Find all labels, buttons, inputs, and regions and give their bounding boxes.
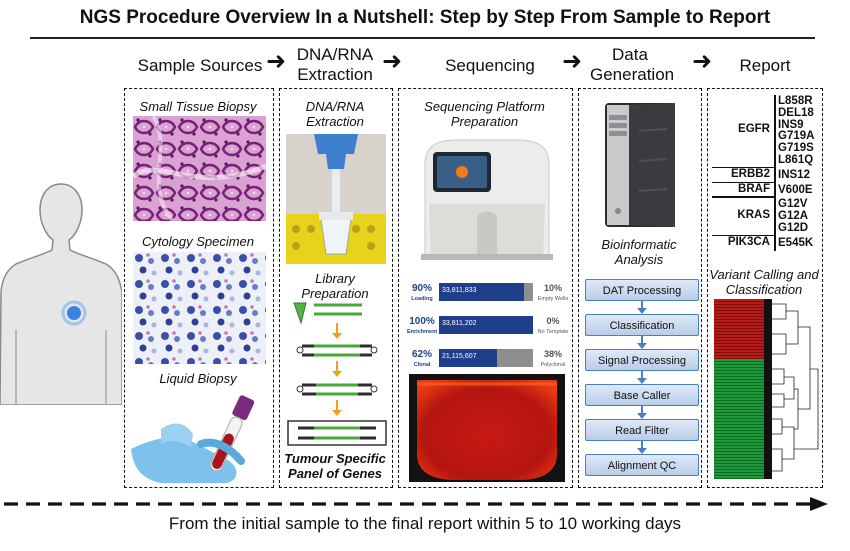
metric-row: 100% Enrichment 33,811,202 0% No Template <box>407 310 571 346</box>
header-sample-sources: Sample Sources <box>137 56 263 75</box>
gene-separator <box>712 166 774 169</box>
sequencing-metrics-chart: 90% Loading 33,811,833 10% Empty Wells 100% En… <box>399 277 570 377</box>
variant-label: G719A <box>778 130 815 143</box>
metric-label: Enrichment <box>407 329 438 335</box>
variant-table-divider <box>774 95 776 251</box>
caption-small-tissue: Small Tissue Biopsy <box>139 99 257 114</box>
variant-heatmap-dendrogram <box>714 299 819 479</box>
blood-tube-image <box>131 395 255 483</box>
gene-label: EGFR <box>738 123 770 136</box>
header-data-generation: Data Generation <box>590 45 675 84</box>
arrow-right-icon: ➜ <box>692 48 713 75</box>
metric-bar: 21,115,607 <box>439 349 533 367</box>
variant-label: V600E <box>778 183 813 196</box>
timeline-arrow <box>4 497 828 511</box>
chip-loading-heatmap <box>409 374 565 482</box>
cytology-image <box>133 252 266 364</box>
caption-bioinformatic-analysis: Bioinformatic Analysis <box>601 237 677 267</box>
panel-extraction: DNA/RNA Extraction Library Preparation T… <box>279 88 393 488</box>
metric-bar: 33,811,833 <box>439 283 533 301</box>
metric-remainder-percent: 0% <box>546 316 560 326</box>
header-report: Report <box>739 56 791 75</box>
pipeline-step: Classification <box>585 314 699 336</box>
caption-variant-calling: Variant Calling and Classification <box>709 267 819 297</box>
gene-label: KRAS <box>737 209 770 222</box>
pipeline-arrow-icon <box>637 336 647 349</box>
metric-value: 33,811,202 <box>442 320 477 327</box>
metric-label: Clonal <box>413 362 431 368</box>
metric-remainder-label: Empty Wells <box>537 296 569 302</box>
computer-tower-icon <box>605 103 675 227</box>
human-silhouette-icon <box>0 183 122 405</box>
panel-sequencing: Sequencing Platform Preparation 90% Loadi… <box>398 88 573 488</box>
caption-sequencing-platform: Sequencing Platform Preparation <box>424 99 545 129</box>
gene-label: BRAF <box>738 182 770 195</box>
pipette-extraction-image <box>286 134 386 264</box>
gene-separator <box>712 196 774 198</box>
panel-sample-sources: Small Tissue Biopsy Cytology Specimen Li… <box>124 88 274 488</box>
metric-remainder-label: Polyclonal <box>540 362 566 368</box>
tumour-marker <box>67 306 81 320</box>
metric-remainder-label: No Template <box>537 329 569 335</box>
gene-separator <box>712 181 774 184</box>
metric-bar-fill <box>439 283 524 301</box>
metric-bar-fill <box>439 349 498 367</box>
variant-label: G12D <box>778 222 809 234</box>
arrow-right-icon: ➜ <box>382 48 403 75</box>
variant-label: INS12 <box>778 168 810 181</box>
variant-label: G12A <box>778 210 809 223</box>
metric-bar-fill <box>439 316 533 334</box>
variant-label: L861Q <box>778 154 814 166</box>
metric-value: 21,115,607 <box>442 353 477 360</box>
gene-separator <box>712 234 774 237</box>
variant-label: L858R <box>778 95 813 107</box>
arrow-right-icon: ➜ <box>562 48 583 75</box>
metric-remainder-percent: 38% <box>543 349 562 359</box>
variant-label: E545K <box>778 236 814 249</box>
pipeline-arrow-icon <box>637 441 647 454</box>
metric-percent: 62% <box>411 349 432 360</box>
title-rule <box>30 37 815 39</box>
metric-label: Loading <box>411 296 433 302</box>
footer-text: From the initial sample to the final rep… <box>168 514 682 533</box>
tissue-histology-image <box>133 116 266 221</box>
pipeline-arrow-icon <box>637 371 647 384</box>
variant-label: INS9 <box>778 118 804 131</box>
metric-bar: 33,811,202 <box>439 316 533 334</box>
caption-gene-panel: Tumour Specific Panel of Genes <box>284 451 386 481</box>
pipeline-arrow-icon <box>637 301 647 314</box>
gene-label: ERBB2 <box>731 167 770 180</box>
library-preparation-diagram <box>287 302 387 446</box>
caption-extraction: DNA/RNA Extraction <box>305 99 365 129</box>
gene-label: PIK3CA <box>727 235 770 248</box>
page-title: NGS Procedure Overview In a Nutshell: St… <box>79 7 771 28</box>
metric-value: 33,811,833 <box>442 287 477 294</box>
caption-cytology: Cytology Specimen <box>142 234 254 249</box>
variant-label: G719S <box>778 142 814 155</box>
pipeline-step: Alignment QC <box>585 454 699 476</box>
pipeline-arrow-icon <box>637 406 647 419</box>
header-extraction: DNA/RNA Extraction <box>296 45 374 84</box>
pipeline-step: Base Caller <box>585 384 699 406</box>
metric-row: 62% Clonal 21,115,607 38% Polyclonal <box>407 343 571 379</box>
caption-liquid-biopsy: Liquid Biopsy <box>159 371 237 386</box>
variant-label: G12V <box>778 198 808 211</box>
header-sequencing: Sequencing <box>445 56 535 75</box>
arrow-right-icon: ➜ <box>266 48 287 75</box>
metric-remainder-percent: 10% <box>543 283 562 293</box>
sequencer-instrument-image <box>421 139 553 260</box>
metric-percent: 90% <box>411 283 432 294</box>
pipeline-step: Signal Processing <box>585 349 699 371</box>
metric-percent: 100% <box>409 316 435 327</box>
variant-label: DEL18 <box>778 106 814 119</box>
caption-library-preparation: Library Preparation <box>301 271 369 301</box>
pipeline-step: DAT Processing <box>585 279 699 301</box>
pipeline-step: Read Filter <box>585 419 699 441</box>
metric-row: 90% Loading 33,811,833 10% Empty Wells <box>407 277 571 313</box>
